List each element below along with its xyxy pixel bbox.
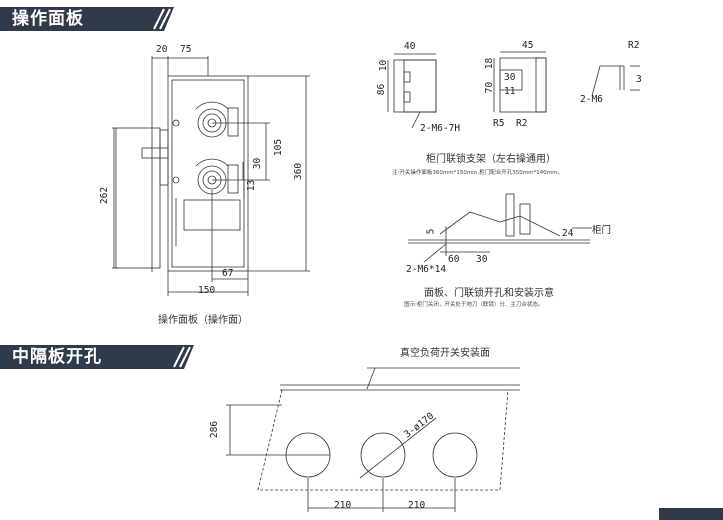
dim-13: 13 bbox=[246, 179, 258, 192]
dim-75: 75 bbox=[180, 44, 192, 55]
radius-r2-b: R2 bbox=[628, 40, 640, 51]
operation-panel-outline bbox=[167, 75, 249, 272]
hole-spec-interlock: 2-M6*14 bbox=[406, 264, 447, 275]
dim-105: 105 bbox=[273, 138, 285, 157]
bracket-side-view bbox=[499, 57, 547, 113]
dim-286: 286 bbox=[209, 420, 221, 439]
dim-3: 3 bbox=[636, 74, 642, 85]
page-corner-tab bbox=[659, 508, 723, 520]
radius-r5: R5 bbox=[493, 118, 505, 129]
dim-24: 24 bbox=[562, 228, 574, 239]
section-title-operation-panel: 操作面板 bbox=[12, 9, 84, 29]
dim-262: 262 bbox=[99, 186, 111, 205]
bracket-caption: 柜门联锁支架（左右操通用） bbox=[426, 154, 556, 165]
dim-5: 5 bbox=[425, 228, 437, 235]
bracket-front-view bbox=[393, 59, 437, 113]
bracket-bend-detail bbox=[600, 65, 625, 90]
partition-hole-2 bbox=[360, 432, 406, 478]
cabinet-door-label: 柜门 bbox=[592, 225, 612, 236]
radius-r2-a: R2 bbox=[516, 118, 528, 129]
dim-210-a: 210 bbox=[334, 500, 352, 511]
dim-40: 40 bbox=[404, 41, 416, 52]
dim-10: 10 bbox=[378, 59, 390, 72]
banner-stripes-icon bbox=[160, 345, 194, 369]
dim-30-b: 30 bbox=[504, 72, 516, 83]
dim-11: 11 bbox=[504, 86, 516, 97]
banner-stripes-icon bbox=[140, 7, 174, 31]
partition-hole-3 bbox=[432, 432, 478, 478]
section-banner-operation-panel: 操作面板 bbox=[0, 7, 174, 31]
section-banner-middle-partition: 中隔板开孔 bbox=[0, 345, 194, 369]
mounting-surface-label: 真空负荷开关安装面 bbox=[400, 348, 490, 359]
hole-spec-a: 2-M6-7H bbox=[420, 123, 461, 134]
hole-spec-m6: 2-M6 bbox=[580, 94, 603, 105]
dim-86: 86 bbox=[376, 83, 388, 96]
dim-45: 45 bbox=[522, 40, 534, 51]
partition-outline bbox=[257, 389, 509, 491]
interlock-caption: 面板、门联锁开孔和安装示意 bbox=[424, 288, 554, 299]
dim-360: 360 bbox=[293, 162, 305, 181]
dim-30-c: 30 bbox=[476, 254, 488, 265]
dim-67: 67 bbox=[222, 268, 234, 279]
interlock-note: 图示:柜门关闭，开关处于地刀（联锁）分、主刀合状态。 bbox=[404, 302, 544, 308]
section-title-middle-partition: 中隔板开孔 bbox=[12, 347, 102, 367]
dim-210-b: 210 bbox=[408, 500, 426, 511]
panel-caption: 操作面板（操作面） bbox=[158, 315, 248, 326]
dim-20: 20 bbox=[156, 44, 168, 55]
dim-18: 18 bbox=[484, 57, 496, 70]
dim-60: 60 bbox=[448, 254, 460, 265]
dim-150: 150 bbox=[198, 285, 216, 296]
dim-30: 30 bbox=[252, 157, 264, 170]
dim-70: 70 bbox=[484, 81, 496, 94]
bracket-note: 注:开关操作面板360mm*150mm,柜门配合开孔350mm*140mm。 bbox=[392, 170, 563, 176]
